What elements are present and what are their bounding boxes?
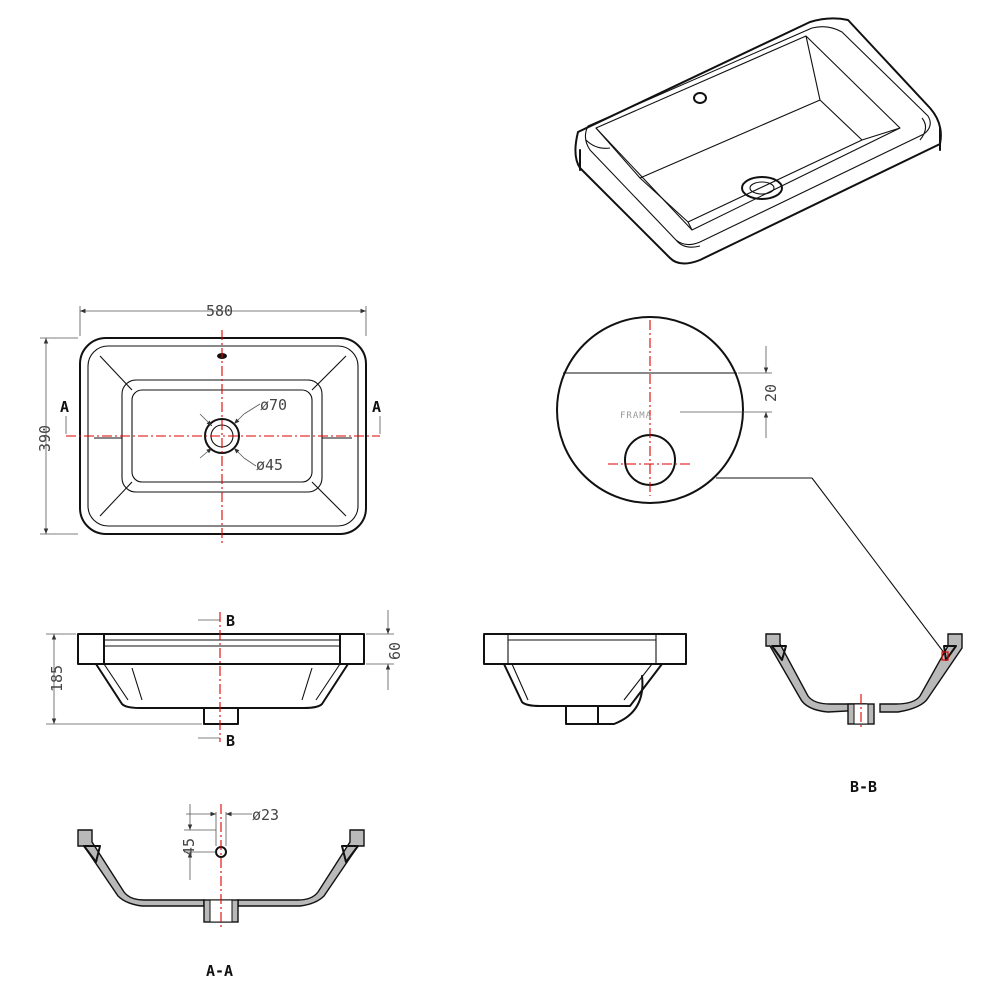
section-a-a — [77, 804, 365, 930]
detail-offset-dimension: 20 — [762, 384, 780, 402]
width-dimension: 580 — [206, 302, 233, 320]
outlet-outer-dimension: ø70 — [260, 396, 287, 414]
isometric-view — [574, 17, 942, 265]
detail-circle — [556, 316, 949, 659]
top-view — [40, 306, 381, 545]
brand-mark: FRAMA — [620, 411, 652, 421]
outlet-inner-dimension: ø45 — [256, 456, 283, 474]
section-b-marker-bottom: B — [226, 732, 235, 750]
section-b-title: B-B — [850, 778, 877, 796]
overflow-diameter-dimension: ø23 — [252, 806, 279, 824]
section-a-marker-right: A — [372, 398, 381, 416]
overflow-height-dimension: 45 — [180, 838, 198, 856]
height-dimension: 185 — [48, 665, 66, 692]
section-b-b — [765, 633, 963, 730]
side-view — [483, 633, 687, 725]
section-a-marker-left: A — [60, 398, 69, 416]
section-a-title: A-A — [206, 962, 233, 980]
section-b-marker-top: B — [226, 612, 235, 630]
depth-dimension: 390 — [36, 425, 54, 452]
rim-dimension: 60 — [386, 642, 404, 660]
front-view — [46, 610, 394, 742]
